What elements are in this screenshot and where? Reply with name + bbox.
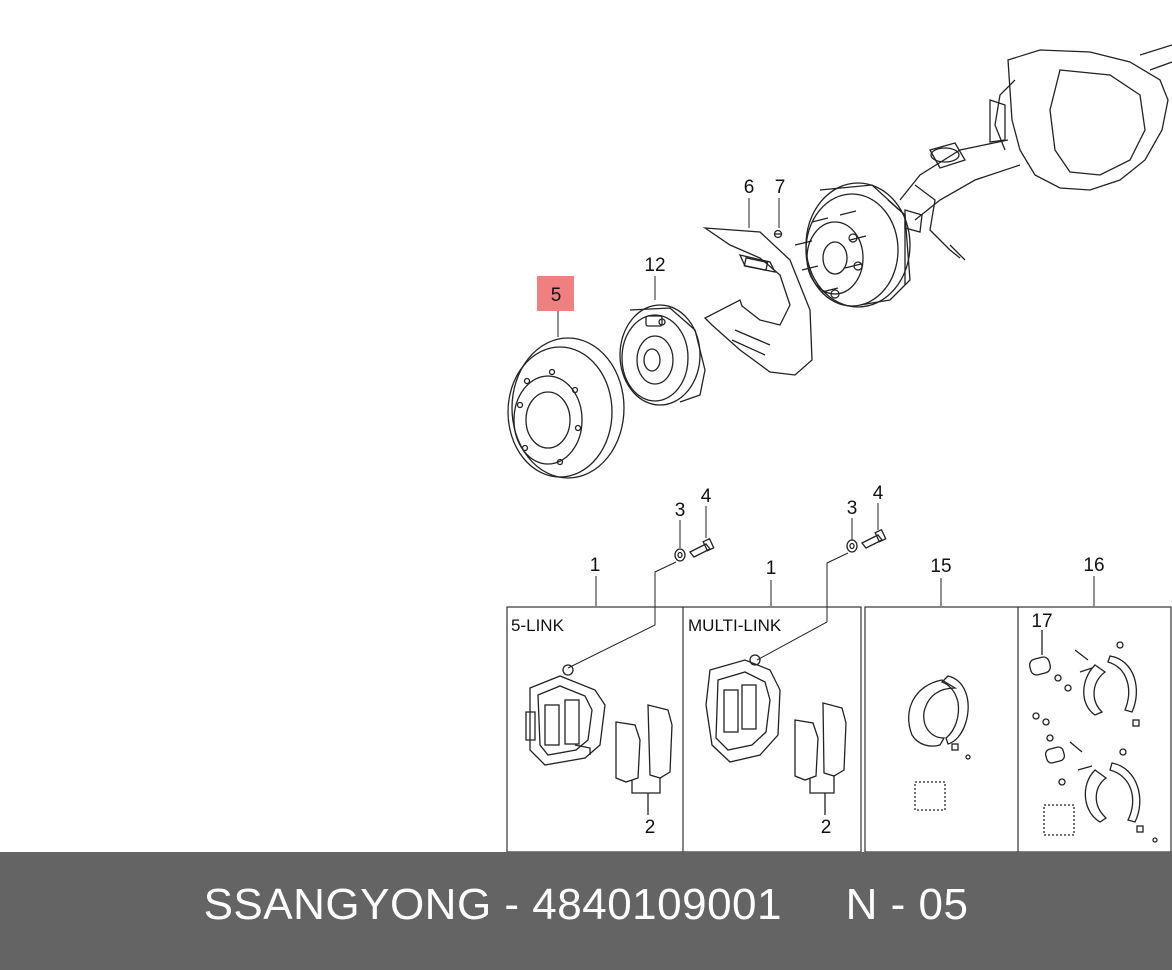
callout-17: 17 xyxy=(1031,611,1052,632)
washer-3-left xyxy=(674,548,686,562)
washer-3-right xyxy=(846,539,858,553)
panel-frames xyxy=(506,606,1172,852)
callout-5: 5 xyxy=(551,285,562,306)
callout-4-multi-link: 4 xyxy=(873,483,884,504)
adjuster-17 xyxy=(1028,656,1052,676)
bolt-4-right xyxy=(860,528,887,549)
bolt-4-left xyxy=(688,537,715,558)
callout-labels: 5 6 7 12 3 4 3 4 1 1 15 16 17 2 2 5-LINK… xyxy=(511,177,1105,838)
exploded-parts-diagram: 5 6 7 12 3 4 3 4 1 1 15 16 17 2 2 5-LINK… xyxy=(506,44,1172,852)
callout-1-multi-link: 1 xyxy=(766,558,777,579)
panel-label-multi-link: MULTI-LINK xyxy=(688,616,782,635)
shoe-kit-16 xyxy=(1028,630,1158,843)
callout-2-five-link: 2 xyxy=(645,817,656,838)
dust-shield xyxy=(702,227,813,376)
callout-1-five-link: 1 xyxy=(590,555,601,576)
brake-pads-multi-link xyxy=(794,702,847,815)
wheel-hub xyxy=(794,182,911,308)
callout-4-five-link: 4 xyxy=(701,486,712,507)
highlight-box xyxy=(537,276,574,311)
caliper-five-link xyxy=(525,664,606,766)
panel-label-five-link: 5-LINK xyxy=(511,616,565,635)
screw-7 xyxy=(773,229,783,239)
leader-lines xyxy=(557,198,1095,669)
parking-shoe-15 xyxy=(908,675,971,811)
brake-disc xyxy=(507,337,625,479)
callout-3-five-link: 3 xyxy=(675,500,686,521)
part-number-caption: SSANGYONG - 4840109001 N - 05 xyxy=(203,880,969,929)
axle-housing xyxy=(899,44,1172,261)
callout-7: 7 xyxy=(775,177,786,198)
callout-15: 15 xyxy=(930,556,951,577)
callout-12: 12 xyxy=(644,255,665,276)
footer-bar: SSANGYONG - 4840109001 N - 05 xyxy=(0,852,1172,970)
callout-3-multi-link: 3 xyxy=(847,498,858,519)
brake-pads-five-link xyxy=(615,704,673,815)
caliper-panel-frame xyxy=(506,606,862,852)
parking-brake-assembly xyxy=(619,304,706,406)
callout-6: 6 xyxy=(744,177,755,198)
callout-2-multi-link: 2 xyxy=(821,817,832,838)
diagram-canvas: 5 6 7 12 3 4 3 4 1 1 15 16 17 2 2 5-LINK… xyxy=(506,44,1172,852)
callout-16: 16 xyxy=(1083,555,1104,576)
caliper-multi-link xyxy=(705,654,781,763)
